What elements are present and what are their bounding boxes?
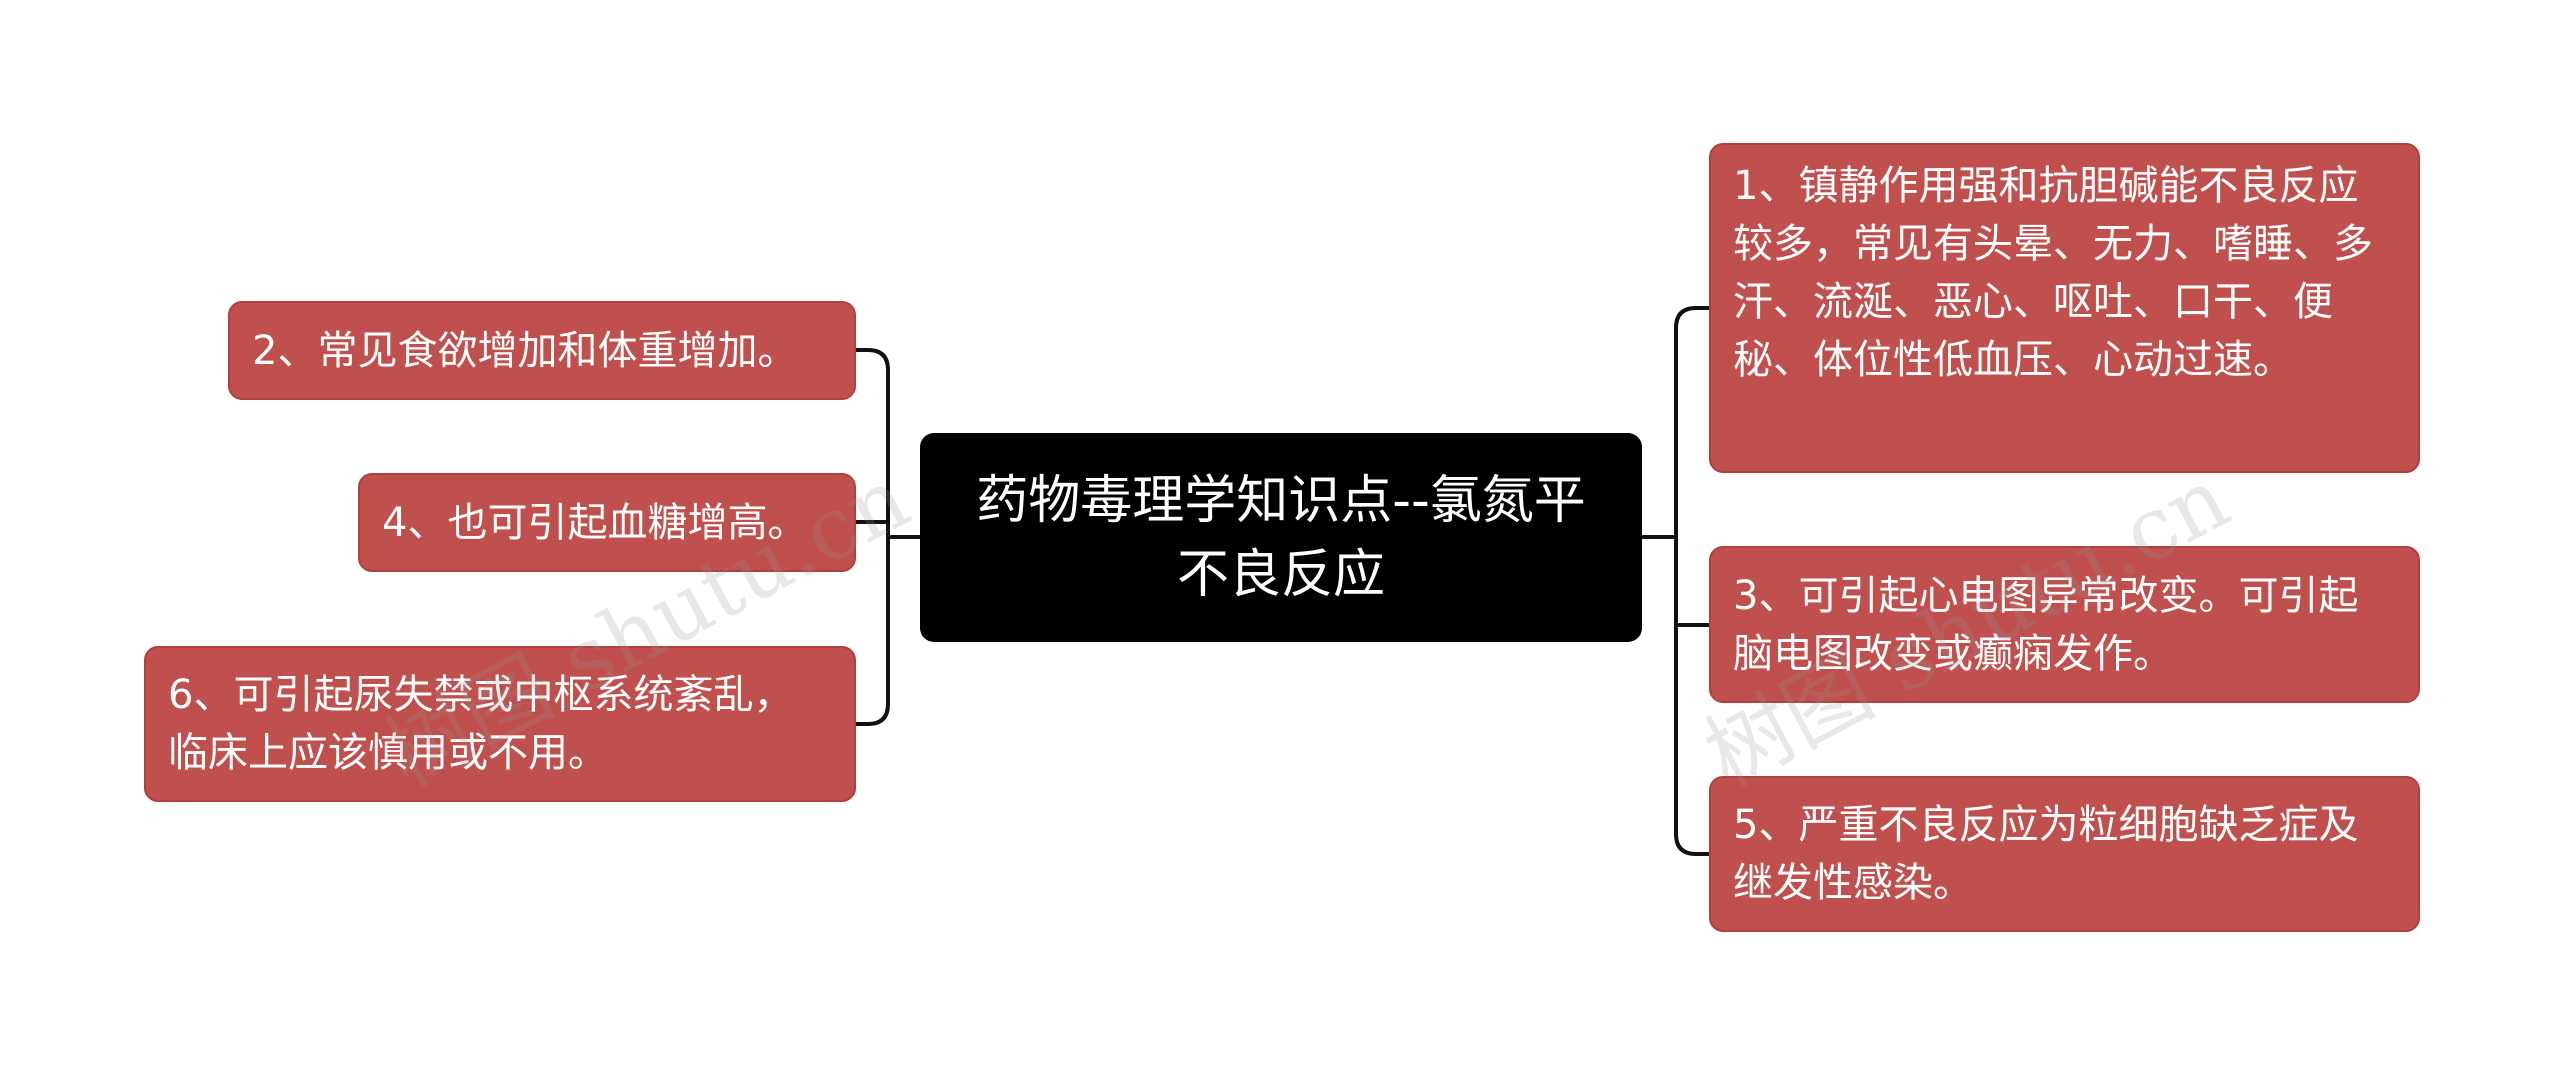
branch-label-1: 1、镇静作用强和抗胆碱能不良反应较多，常见有头晕、无力、嗜睡、多汗、流涎、恶心、…: [1733, 163, 2373, 383]
branch-label-4: 4、也可引起血糖增高。: [382, 499, 808, 546]
branch-node-2[interactable]: 2、常见食欲增加和体重增加。: [228, 301, 856, 400]
branch-label-2: 2、常见食欲增加和体重增加。: [252, 327, 798, 374]
branch-label-5: 5、严重不良反应为粒细胞缺乏症及继发性感染。: [1733, 802, 2359, 906]
central-topic[interactable]: 药物毒理学知识点--氯氮平不良反应: [920, 433, 1642, 642]
connector-right-spine: [1674, 306, 1698, 856]
branch-node-5[interactable]: 5、严重不良反应为粒细胞缺乏症及继发性感染。: [1709, 776, 2420, 932]
branch-label-3: 3、可引起心电图异常改变。可引起脑电图改变或癫痫发作。: [1733, 572, 2359, 677]
branch-node-1[interactable]: 1、镇静作用强和抗胆碱能不良反应较多，常见有头晕、无力、嗜睡、多汗、流涎、恶心、…: [1709, 143, 2420, 473]
branch-node-4[interactable]: 4、也可引起血糖增高。: [358, 473, 856, 572]
branch-node-3[interactable]: 3、可引起心电图异常改变。可引起脑电图改变或癫痫发作。: [1709, 546, 2420, 703]
central-topic-label: 药物毒理学知识点--氯氮平不良反应: [976, 470, 1586, 605]
branch-node-6[interactable]: 6、可引起尿失禁或中枢系统紊乱，临床上应该慎用或不用。: [144, 646, 856, 802]
connector-left-spine: [866, 348, 890, 726]
branch-label-6: 6、可引起尿失禁或中枢系统紊乱，临床上应该慎用或不用。: [168, 672, 794, 776]
